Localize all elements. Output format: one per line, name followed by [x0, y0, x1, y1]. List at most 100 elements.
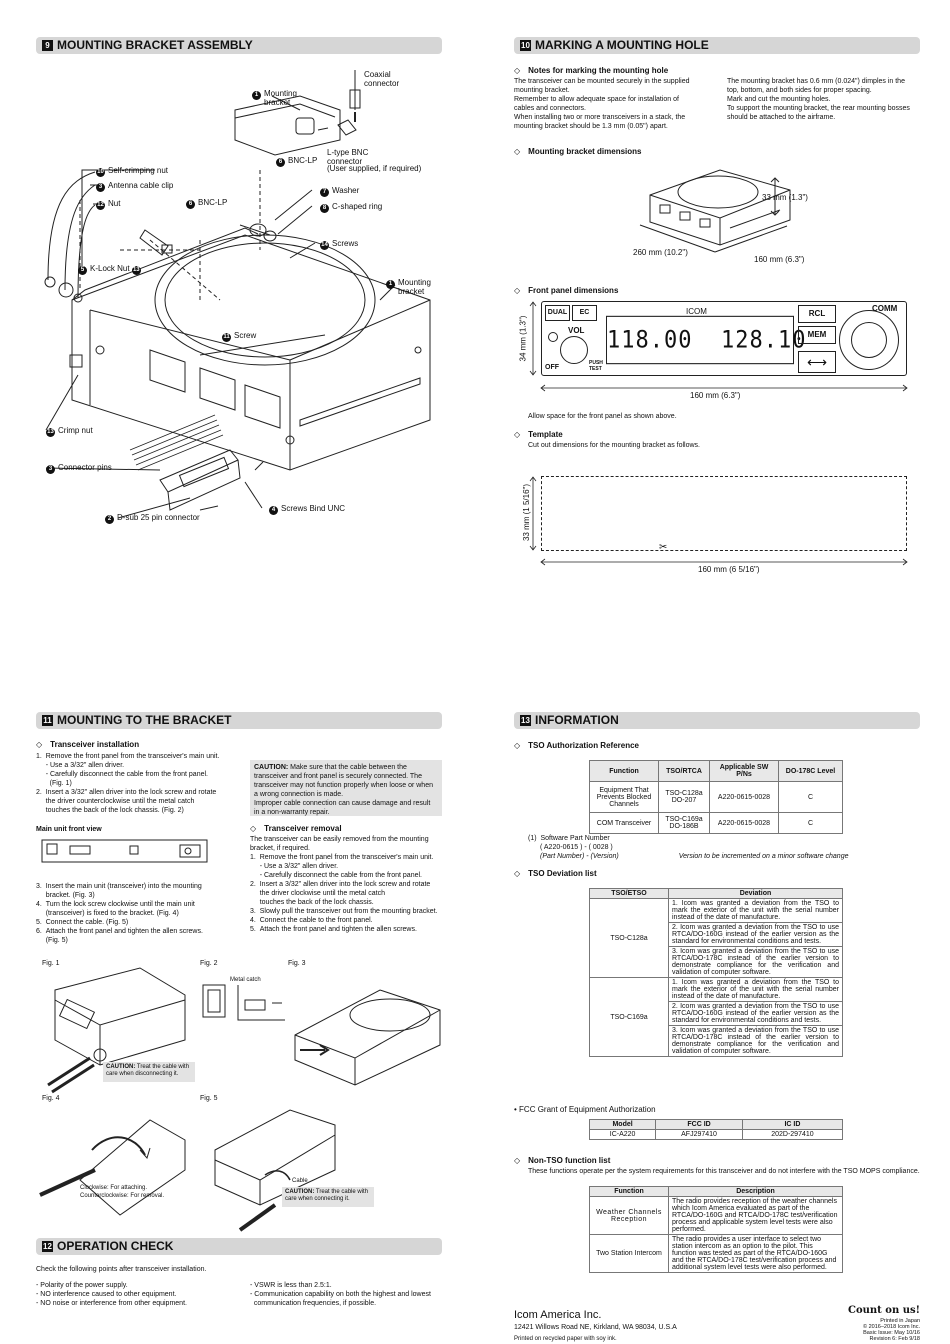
label-text: Mounting bracket — [264, 89, 297, 107]
main-unit-front-label: Main unit front view — [36, 826, 102, 833]
text-italic: Version to be incremented on a minor sof… — [678, 853, 849, 860]
cell: C — [778, 812, 843, 834]
template-dims — [529, 476, 908, 566]
text-line: Clockwise: For attaching. — [80, 1185, 148, 1191]
col-header: Function — [589, 760, 659, 782]
step-line: - Carefully disconnect the cable from th… — [36, 771, 208, 778]
cell: A220-0615-0028 — [709, 812, 779, 834]
cell: Weather Channels Reception — [589, 1196, 669, 1235]
footer-count-on-us: Count on us! — [848, 1305, 920, 1316]
table-header-row: Function TSO/RTCA Applicable SW P/Ns DO-… — [589, 760, 843, 782]
label-text: Screws — [332, 239, 359, 248]
step-line: 5. Connect the cable. (Fig. 5) — [36, 919, 129, 926]
num-badge: 12 — [96, 201, 105, 210]
num-badge: 6 — [186, 200, 195, 209]
cell: AFJ297410 — [655, 1129, 743, 1140]
cell: 3. Icom was granted a deviation from the… — [668, 1025, 843, 1057]
col-header: Function — [589, 1186, 669, 1197]
fig3-label: Fig. 3 — [288, 960, 306, 967]
dim-160t: 160 mm (6 5/16") — [698, 565, 760, 574]
step-line: the driver clockwise until the metal cat… — [250, 890, 385, 897]
table-row: 3. Icom was granted a deviation from the… — [590, 1025, 843, 1057]
step-line: 2. Insert a 3/32" allen driver into the … — [250, 881, 431, 888]
cell: 2. Icom was granted a deviation from the… — [668, 922, 843, 947]
step-line: 4. Turn the lock screw clockwise until t… — [36, 901, 195, 908]
label-text: Coaxial connector — [364, 70, 400, 88]
text-line: Printed in Japan — [880, 1318, 920, 1324]
step-line: 3. Slowly pull the transceiver out from … — [250, 908, 438, 915]
text-line: Improper cable connection can cause dama… — [254, 800, 431, 807]
text-line: Counterclockwise: For removal. — [80, 1193, 165, 1199]
install-steps-2: 3. Insert the main unit (transceiver) in… — [36, 882, 246, 945]
cell: IC-A220 — [588, 1129, 657, 1140]
fcc-title: • FCC Grant of Equipment Authorization — [514, 1105, 656, 1114]
step-line: (Fig. 5) — [36, 937, 68, 944]
label-user-supplied: (User supplied, if required) — [327, 164, 421, 173]
cell: 3. Icom was granted a deviation from the… — [668, 946, 843, 978]
caution-text: Treat the cable with care when disconnec… — [106, 1064, 190, 1077]
num-badge: 1 — [252, 91, 261, 100]
section-number: 9 — [42, 40, 53, 51]
bracket-dims-title: Mounting bracket dimensions — [514, 147, 641, 156]
footer-company: Icom America Inc. — [514, 1309, 602, 1321]
section-number: 12 — [42, 1241, 53, 1252]
text-line: © 2016–2018 Icom Inc. — [863, 1324, 920, 1330]
mem-button: MEM — [798, 326, 836, 344]
check-item: communication frequencies, if possible. — [250, 1300, 377, 1307]
off-label: OFF — [545, 364, 559, 371]
check-item: - NO interference caused to other equipm… — [36, 1291, 177, 1298]
front-panel-dims — [529, 301, 908, 392]
section-number: 10 — [520, 40, 531, 51]
dim-160b: 160 mm (6.3") — [690, 391, 741, 400]
cell: TSO-C128a DO-207 — [658, 781, 710, 813]
check-item: - VSWR is less than 2.5:1. — [250, 1282, 332, 1289]
step-line: bracket. (Fig. 3) — [36, 892, 95, 899]
check-item: - Polarity of the power supply. — [36, 1282, 128, 1289]
text-line: Make sure that the cable between the — [288, 764, 407, 771]
front-panel-title: Front panel dimensions — [514, 286, 618, 295]
text-line: in a non-warranty repair. — [254, 809, 330, 816]
check-item: - NO noise or interference from other eq… — [36, 1300, 187, 1307]
table-header-row: Function Description — [589, 1186, 843, 1197]
caution-box: CAUTION: Make sure that the cable betwee… — [250, 760, 442, 816]
label-text: Screws Bind UNC — [281, 504, 346, 513]
power-indicator — [548, 332, 558, 342]
step-line: 4. Connect the cable to the front panel. — [250, 917, 373, 924]
col-header: FCC ID — [655, 1119, 743, 1130]
deviation-table: TSO/ETSO Deviation TSO-C128a 1. Icom was… — [589, 888, 843, 1057]
cell: The radio provides a user interface to s… — [668, 1234, 843, 1273]
ec-button: EC — [572, 305, 597, 321]
check-item: - Communication capability on both the h… — [250, 1291, 431, 1298]
vol-label: VOL — [568, 326, 585, 335]
section-title: OPERATION CHECK — [57, 1239, 174, 1253]
label-text: Antenna cable clip — [108, 181, 174, 190]
freq-standby: 128.10 — [720, 326, 807, 355]
section-title: INFORMATION — [535, 713, 619, 727]
table-row: 3. Icom was granted a deviation from the… — [590, 946, 843, 978]
figures-drawing — [39, 967, 441, 1232]
fig2-label: Fig. 2 — [200, 960, 218, 967]
fig1-label: Fig. 1 — [42, 960, 60, 967]
cell: COM Transceiver — [589, 812, 659, 834]
dim-160a: 160 mm (6.3") — [754, 255, 805, 264]
cell: 202D-297410 — [741, 1129, 844, 1140]
bracket-dimensions-diagram — [639, 169, 791, 253]
fig5-label: Fig. 5 — [200, 1095, 218, 1102]
dim-260: 260 mm (10.2") — [633, 248, 688, 257]
text-line: top, bottom, and both sides for proper s… — [727, 87, 872, 94]
cell: TSO-C169a DO-186B — [658, 812, 710, 834]
fig5-caution: CAUTION: Treat the cable with care when … — [282, 1187, 374, 1207]
lcd-display: 118.00 128.10 — [606, 315, 805, 365]
text-line: (1) Software Part Number — [528, 835, 610, 842]
label-coaxial-connector: Coaxial connector — [364, 70, 409, 88]
text-line: ( A220-0615 ) - ( 0028 ) — [540, 844, 613, 851]
